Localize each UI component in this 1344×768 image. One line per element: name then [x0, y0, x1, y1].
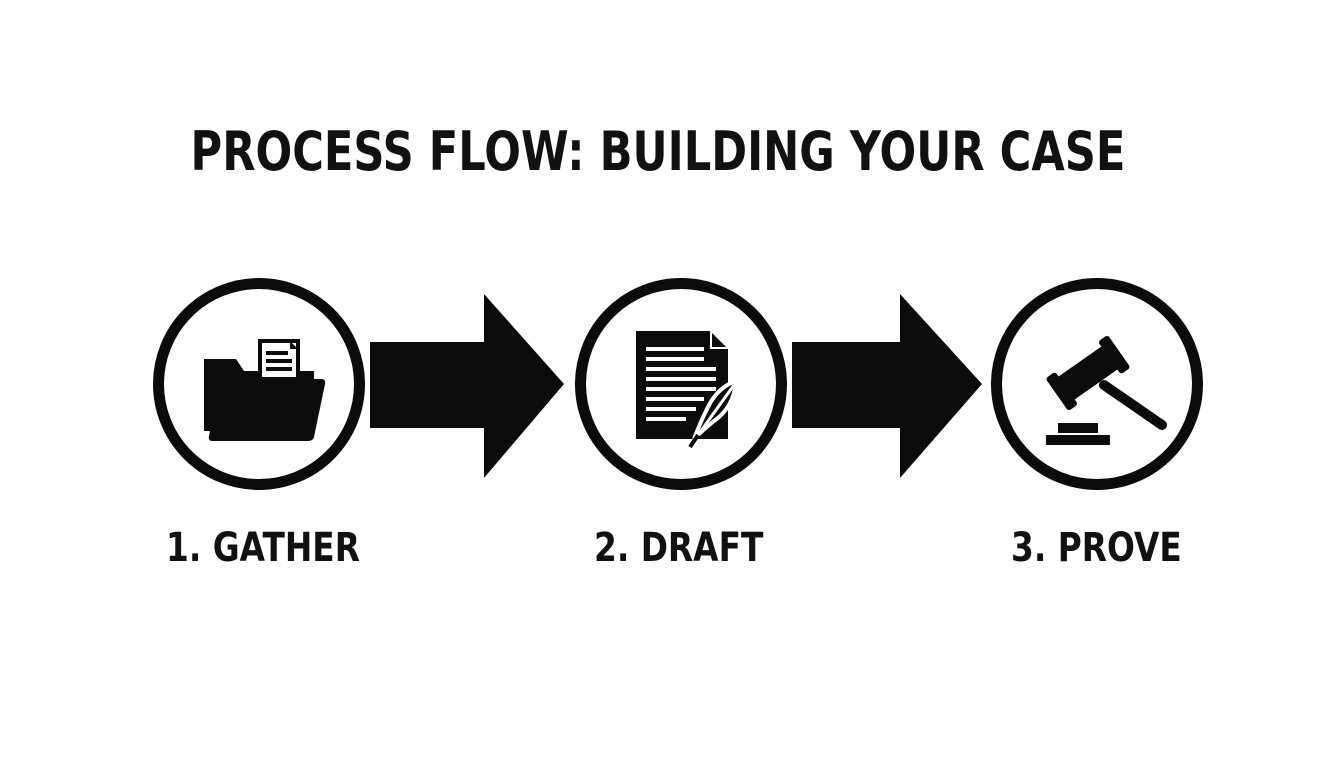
step-prove-circle	[991, 278, 1203, 490]
gavel-icon	[1046, 335, 1167, 445]
step-label-gather: 1. GATHER	[166, 525, 360, 571]
arrow-1-to-2	[370, 294, 564, 478]
step-draft-circle	[575, 278, 787, 490]
document-quill-icon	[636, 331, 739, 449]
step-label-prove: 3. PROVE	[1011, 525, 1182, 571]
folder-icon	[204, 339, 326, 441]
page-title: PROCESS FLOW: BUILDING YOUR CASE	[190, 120, 1126, 183]
step-gather-circle	[153, 278, 365, 490]
arrow-2-to-3	[792, 294, 982, 478]
step-label-draft: 2. DRAFT	[594, 525, 764, 571]
